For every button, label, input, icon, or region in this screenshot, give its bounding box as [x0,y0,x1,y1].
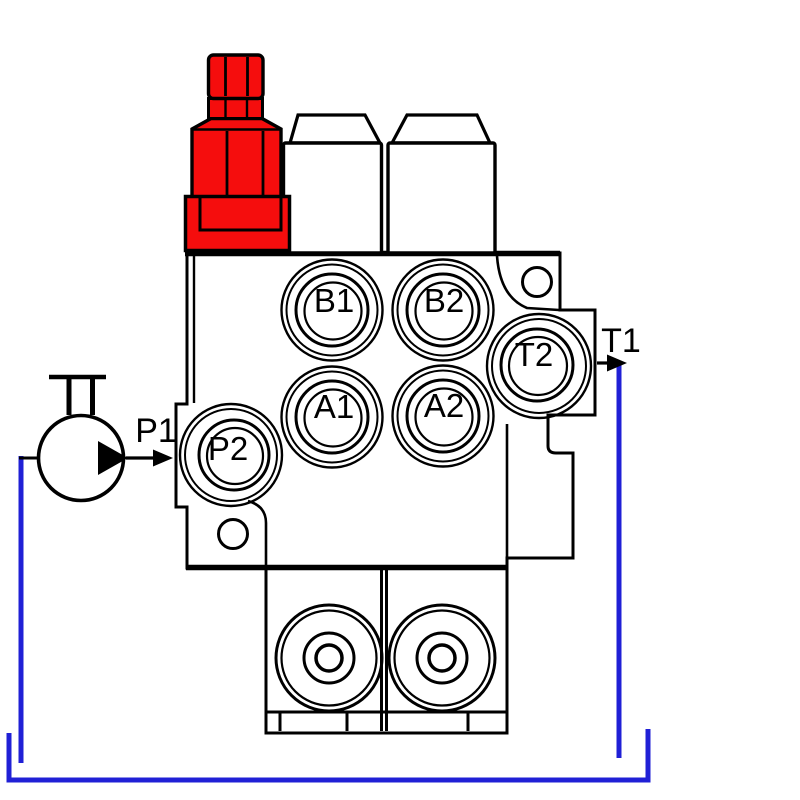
port-t2-bore [507,335,569,397]
bottom-port-right-mid [415,631,469,685]
relief-valve-locknut [207,97,264,120]
port-p2-label: P2 [208,430,248,467]
bottom-port-right-center [427,643,457,673]
spool-cap-2-body [386,141,497,255]
port-b2-boss-inner [396,263,490,357]
port-a2-label: A2 [424,387,464,424]
port-a1-boss-inner [285,370,379,464]
p1-label: P1 [135,412,177,450]
relief-valve [183,53,292,253]
port-a2-bore [414,387,474,447]
t1-arrowhead-icon [607,354,627,372]
port-b1-boss [280,258,384,362]
port-t2-boss-inner [491,318,587,414]
port-a1: A1 [280,365,384,469]
port-a2-ring [405,378,481,454]
port-p2-boss-inner [184,408,278,502]
port-a2-boss-inner [396,369,490,463]
fillet-top-right-pad [495,255,560,312]
port-b1-ring [294,272,370,348]
port-t2-label: T2 [515,336,554,373]
relief-valve-base [183,194,292,253]
bottom-port-left [274,603,384,713]
bolt-hole-bottom-left [217,518,249,550]
tank-return-arrow [597,354,627,372]
spool-cap-2-top [389,113,493,145]
port-a2-boss [391,364,495,468]
t1-label: T1 [601,322,641,360]
port-b2-boss [391,258,495,362]
port-t2-boss [485,312,593,420]
port-p2: P2 [178,402,284,508]
port-b1-boss-inner [285,263,379,357]
port-p2-bore [205,426,265,486]
p1-arrowhead-icon [153,449,173,467]
relief-valve-adjuster-nut [206,53,265,101]
port-a1-bore [303,388,363,448]
tank-loop-line [6,729,651,783]
port-b1-bore [303,281,363,341]
spool-cap-1-top [287,113,383,145]
hydraulic-pipes [6,364,651,783]
port-b2-ring [405,272,481,348]
bottom-port-left-ring [280,609,378,707]
bottom-port-right-ring [393,609,491,707]
port-t2-ring [499,327,575,403]
bottom-port-right [387,603,497,713]
port-b1-label: B1 [314,282,354,319]
bottom-port-right-outer [387,603,497,713]
outlet-section [267,570,506,731]
bottom-port-left-mid [302,631,356,685]
port-a2: A2 [391,364,495,468]
port-t2: T2 [485,312,593,420]
valve-body [174,250,597,735]
port-a1-label: A1 [314,388,354,425]
bottom-port-left-outer [274,603,384,713]
port-a1-boss [280,365,384,469]
port-a1-ring [294,379,370,455]
valve-body-outline [174,251,597,735]
pump-symbol [19,374,173,503]
spool-caps [281,113,497,255]
bolt-hole-top-right [521,266,553,298]
port-b2-label: B2 [424,282,464,319]
port-p2-ring [197,418,271,492]
pump-flow-triangle-icon [98,441,128,475]
port-b2-bore [414,281,474,341]
spool-cap-1-body [281,141,384,255]
port-b1: B1 [280,258,384,362]
port-p2-boss [178,402,284,508]
relief-base-inner-step [198,197,283,232]
port-b2: B2 [391,258,495,362]
bottom-port-left-center [314,643,344,673]
